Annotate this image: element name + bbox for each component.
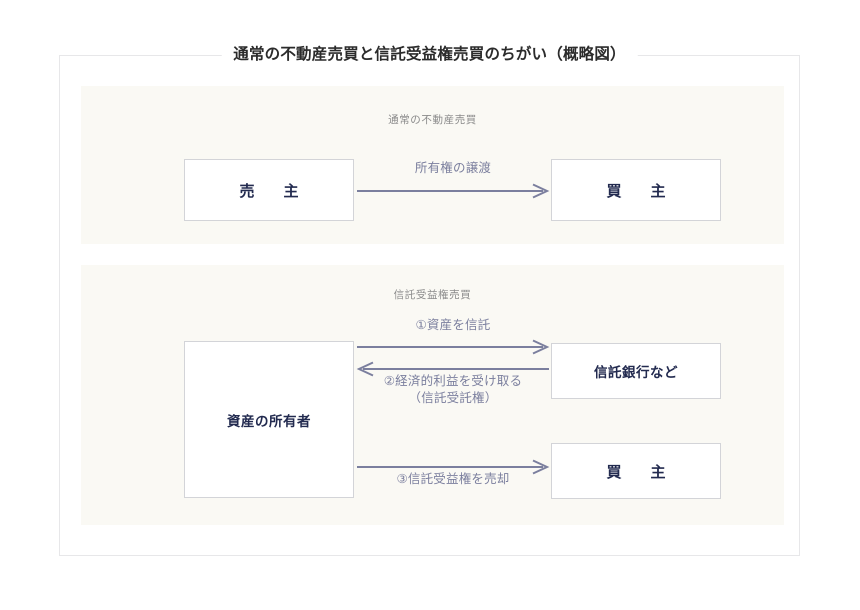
arrow-sell-beneficiary-right bbox=[357, 459, 550, 475]
node-trust-bank: 信託銀行など bbox=[551, 343, 721, 399]
arrow-receive-benefit bbox=[356, 361, 549, 377]
arrow-label-entrust-asset: ①資産を信託 bbox=[415, 318, 491, 332]
figure-title: 通常の不動産売買と信託受益権売買のちがい（概略図） bbox=[221, 44, 638, 66]
section-trust-beneficiary: 信託受益権売買 資産の所有者 信託銀行など 買 主 ①資産を信託 bbox=[81, 265, 784, 525]
section-heading-trust: 信託受益権売買 bbox=[393, 289, 472, 301]
arrow-ownership-transfer bbox=[357, 183, 550, 199]
arrow-label-sell-beneficiary-right: ③信託受益権を売却 bbox=[396, 472, 510, 486]
node-buyer-standard: 買 主 bbox=[551, 159, 721, 221]
arrow-entrust-asset bbox=[357, 339, 550, 355]
node-buyer-trust: 買 主 bbox=[551, 443, 721, 499]
node-buyer-trust-label: 買 主 bbox=[606, 463, 673, 481]
section-heading-standard: 通常の不動産売買 bbox=[388, 114, 477, 126]
node-seller-label: 売 主 bbox=[239, 182, 306, 200]
arrow-label-ownership-transfer: 所有権の譲渡 bbox=[414, 161, 492, 175]
node-seller: 売 主 bbox=[184, 159, 354, 221]
arrow-label-receive-benefit: ②経済的利益を受け取る （信託受託権） bbox=[383, 374, 523, 405]
node-asset-owner: 資産の所有者 bbox=[184, 341, 354, 498]
section-standard-real-estate: 通常の不動産売買 売 主 買 主 所有権の譲渡 bbox=[81, 86, 784, 244]
figure-frame: 通常の不動産売買と信託受益権売買のちがい（概略図） 通常の不動産売買 売 主 買… bbox=[59, 44, 800, 556]
node-trust-bank-label: 信託銀行など bbox=[594, 365, 678, 380]
node-asset-owner-label: 資産の所有者 bbox=[227, 413, 311, 429]
node-buyer-standard-label: 買 主 bbox=[606, 182, 673, 200]
